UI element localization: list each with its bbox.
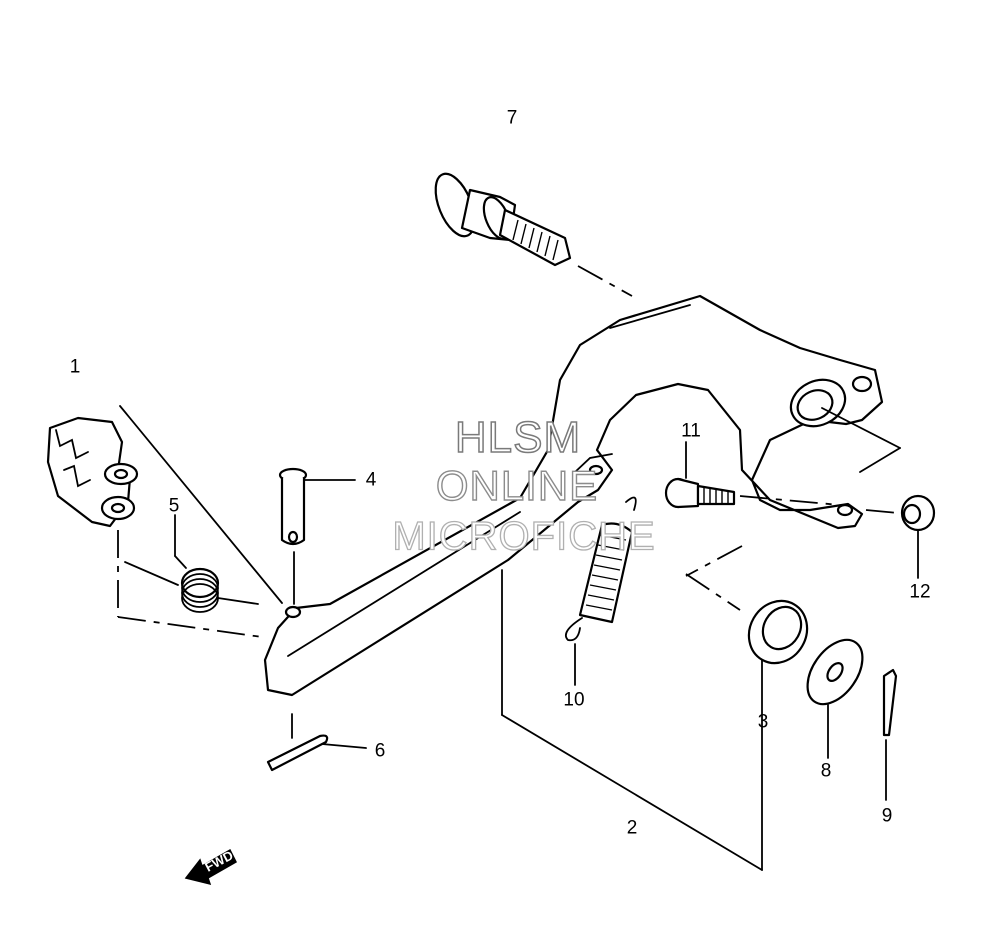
part-2-brake-pedal — [263, 294, 884, 871]
watermark-line-1: HLSM — [454, 412, 582, 463]
part-8-washer — [806, 638, 864, 759]
callout-11: 11 — [681, 420, 701, 442]
callout-8: 8 — [820, 760, 832, 782]
callout-6: 6 — [374, 740, 386, 762]
callout-12: 12 — [909, 581, 931, 603]
callout-7: 7 — [506, 107, 518, 129]
part-7-pivot-bolt — [434, 172, 633, 297]
part-9-cotter-pin — [882, 668, 898, 801]
part-12-nut — [865, 494, 936, 579]
part-6-cotter-pin — [266, 713, 367, 772]
part-1-bracket — [46, 405, 283, 604]
callout-2: 2 — [626, 817, 638, 839]
callout-10: 10 — [563, 689, 585, 711]
watermark-line-3: MICROFICHE — [392, 514, 656, 559]
callout-5: 5 — [168, 495, 180, 517]
callout-4: 4 — [365, 469, 377, 491]
callout-3: 3 — [757, 711, 769, 733]
fwd-arrow-icon: FWD — [184, 848, 237, 886]
callout-9: 9 — [881, 805, 893, 827]
part-10-tension-spring — [564, 496, 637, 686]
watermark-line-2: ONLINE — [435, 461, 599, 509]
part-4-clevis-pin — [278, 467, 356, 605]
part-5-spring — [124, 514, 259, 613]
part-11-bolt — [664, 441, 841, 509]
callout-1: 1 — [69, 356, 81, 378]
part-3-seal — [685, 573, 809, 665]
